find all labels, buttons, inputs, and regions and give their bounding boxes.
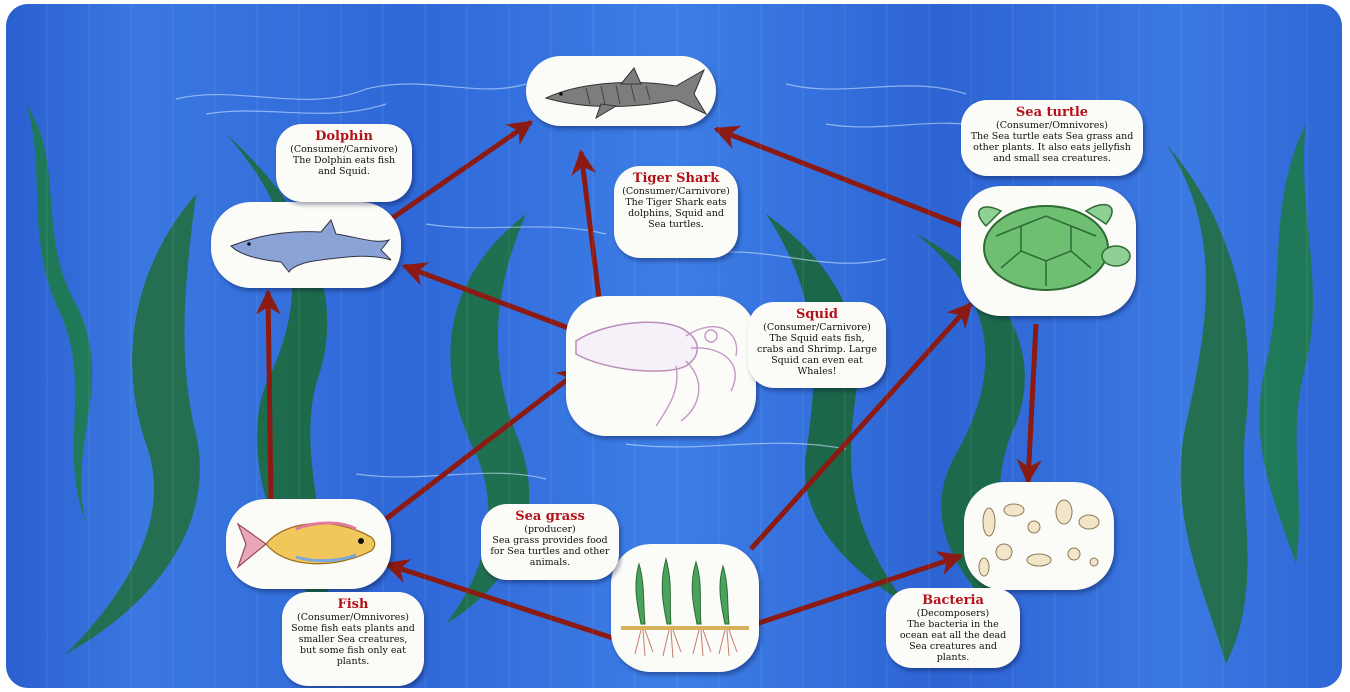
kelp-right-wide	[1166, 144, 1248, 664]
arrow-fish-to-squid	[386, 369, 581, 519]
bacteria-name: Bacteria	[886, 594, 1020, 608]
bacteria-icon	[979, 500, 1099, 576]
squid-name: Squid	[748, 308, 886, 322]
kelp-right-outer	[1259, 124, 1313, 564]
fish-icon	[266, 523, 375, 563]
turtle-name: Sea turtle	[961, 106, 1143, 120]
shark-picture	[526, 56, 716, 126]
bacteria-description: The bacteria in the ocean eat all the de…	[886, 619, 1020, 663]
arrow-squid-to-shark	[581, 152, 601, 314]
card-seagrass: Sea grass (producer) Sea grass provides …	[481, 504, 619, 580]
arrow-turtle-to-bacteria	[1028, 324, 1036, 482]
seagrass-icon	[636, 559, 729, 624]
dolphin-icon	[231, 220, 391, 272]
squid-picture	[566, 296, 756, 436]
seagrass-picture	[611, 544, 759, 672]
bacteria-picture	[964, 482, 1114, 590]
card-turtle: Sea turtle (Consumer/Omnivores) The Sea …	[961, 100, 1143, 176]
fish-picture	[226, 499, 391, 589]
shark-role: (Consumer/Carnivore)	[614, 186, 738, 197]
shark-description: The Tiger Shark eats dolphins, Squid and…	[614, 197, 738, 230]
turtle-description: The Sea turtle eats Sea grass and other …	[961, 131, 1143, 164]
fish-name: Fish	[282, 598, 424, 612]
shark-icon	[546, 70, 706, 114]
dolphin-role: (Consumer/Carnivore)	[276, 144, 412, 155]
card-fish: Fish (Consumer/Omnivores) Some fish eats…	[282, 592, 424, 686]
arrow-dolphin-to-shark	[391, 122, 531, 219]
turtle-role: (Consumer/Omnivores)	[961, 120, 1143, 131]
seagrass-name: Sea grass	[481, 510, 619, 524]
kelp-left-wide	[66, 194, 200, 654]
shark-name: Tiger Shark	[614, 172, 738, 186]
squid-description: The Squid eats fish, crabs and Shrimp. L…	[748, 333, 886, 377]
card-dolphin: Dolphin (Consumer/Carnivore) The Dolphin…	[276, 124, 412, 202]
seagrass-description: Sea grass provides food for Sea turtles …	[481, 535, 619, 568]
bacteria-role: (Decomposers)	[886, 608, 1020, 619]
squid-icon	[576, 322, 697, 371]
kelp-left-outer	[26, 104, 92, 524]
arrow-fish-to-dolphin	[268, 292, 271, 504]
dolphin-name: Dolphin	[276, 130, 412, 144]
fish-description: Some fish eats plants and smaller Sea cr…	[282, 623, 424, 667]
turtle-picture	[961, 186, 1136, 316]
card-bacteria: Bacteria (Decomposers) The bacteria in t…	[886, 588, 1020, 668]
card-squid: Squid (Consumer/Carnivore) The Squid eat…	[748, 302, 886, 388]
seagrass-role: (producer)	[481, 524, 619, 535]
dolphin-description: The Dolphin eats fish and Squid.	[276, 155, 412, 177]
fish-role: (Consumer/Omnivores)	[282, 612, 424, 623]
squid-role: (Consumer/Carnivore)	[748, 322, 886, 333]
arrow-turtle-to-shark	[716, 129, 971, 229]
kelp-center-right	[766, 214, 906, 604]
food-web-board: Tiger Shark (Consumer/Carnivore) The Tig…	[6, 4, 1342, 688]
card-shark: Tiger Shark (Consumer/Carnivore) The Tig…	[614, 166, 738, 258]
dolphin-picture	[211, 202, 401, 288]
arrow-squid-to-dolphin	[404, 266, 571, 329]
